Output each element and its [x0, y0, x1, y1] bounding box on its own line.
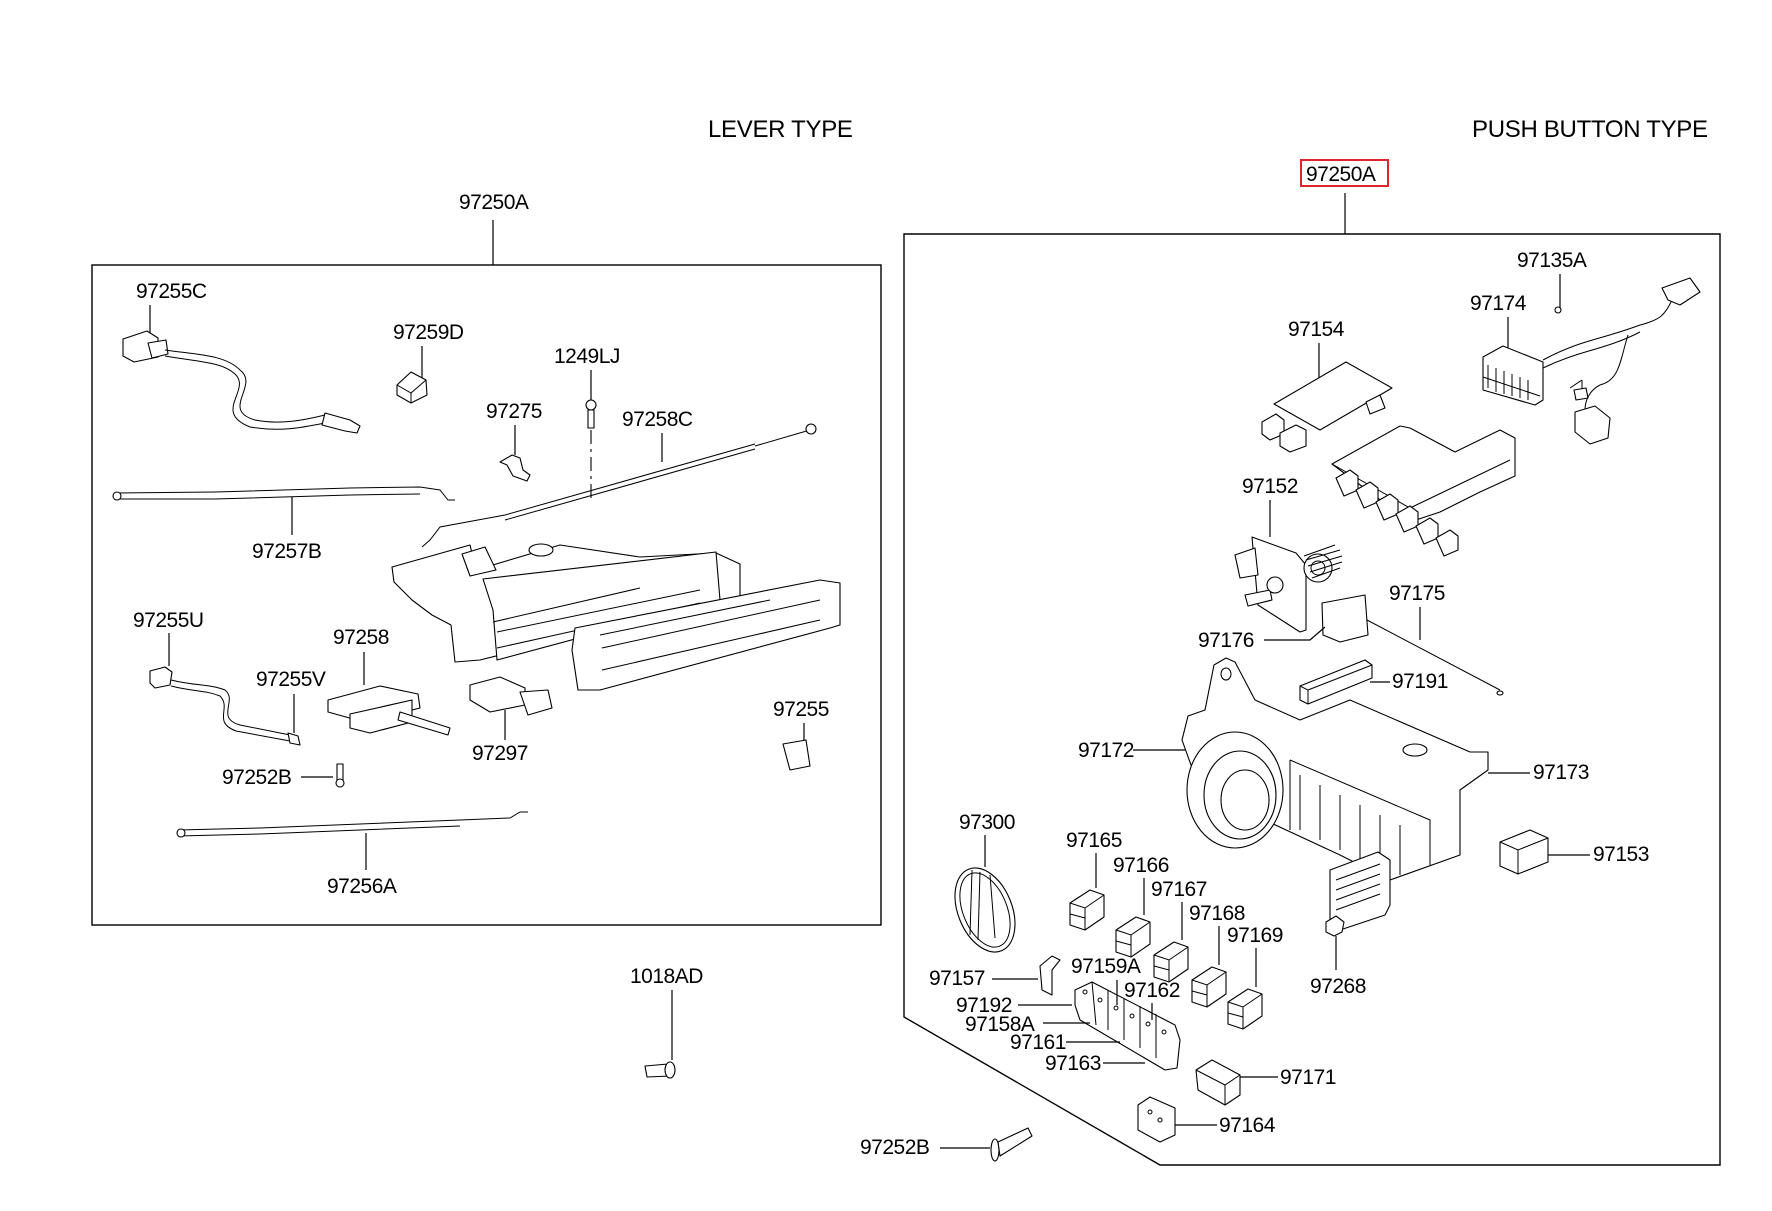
- part-97252B-lever[interactable]: 97252B: [222, 763, 345, 789]
- part-97297[interactable]: 97297: [469, 676, 553, 765]
- part-label-97167[interactable]: 97167: [1151, 878, 1207, 901]
- part-label-97268[interactable]: 97268: [1310, 975, 1366, 998]
- part-97258[interactable]: 97258: [327, 626, 451, 736]
- part-97255V[interactable]: 97255V: [256, 668, 326, 733]
- part-label-97255U[interactable]: 97255U: [133, 609, 204, 632]
- lever-type-assembly: 97250A 97255C 97259D 1249LJ: [91, 191, 882, 926]
- lever-type-title: LEVER TYPE: [708, 116, 853, 143]
- selected-part-highlight: [1300, 159, 1389, 187]
- part-label-97250A-push[interactable]: 97250A: [1306, 163, 1376, 186]
- part-97176[interactable]: 97176: [1198, 626, 1326, 652]
- part-label-97275[interactable]: 97275: [486, 400, 542, 423]
- part-label-97297[interactable]: 97297: [472, 742, 528, 765]
- part-label-97159A[interactable]: 97159A: [1071, 955, 1141, 978]
- part-97192[interactable]: 97192: [956, 994, 1072, 1017]
- part-97173[interactable]: 97173: [1488, 761, 1589, 784]
- part-label-97256A[interactable]: 97256A: [327, 875, 397, 898]
- part-97300[interactable]: 97300: [943, 811, 1026, 961]
- part-97258C[interactable]: 97258C: [421, 408, 817, 548]
- part-label-97257B[interactable]: 97257B: [252, 540, 322, 563]
- part-97169[interactable]: 97169: [1227, 924, 1283, 1030]
- part-label-97175[interactable]: 97175: [1389, 582, 1445, 605]
- part-97152[interactable]: 97152: [1234, 475, 1369, 643]
- part-97167[interactable]: 97167: [1151, 878, 1207, 983]
- part-97162[interactable]: 97162: [1124, 979, 1180, 1020]
- part-97172[interactable]: 97172: [1078, 739, 1185, 762]
- part-1249LJ[interactable]: 1249LJ: [554, 345, 620, 500]
- part-label-97166[interactable]: 97166: [1113, 854, 1169, 877]
- push-button-type-assembly: 97250A 97135A 97174 97154: [903, 159, 1721, 1166]
- part-label-97158A[interactable]: 97158A: [965, 1013, 1035, 1036]
- part-97157[interactable]: 97157: [929, 955, 1061, 996]
- part-label-97258[interactable]: 97258: [333, 626, 389, 649]
- part-label-97152[interactable]: 97152: [1242, 475, 1298, 498]
- part-97175[interactable]: 97175: [1366, 582, 1504, 696]
- part-97135A[interactable]: 97135A: [1517, 249, 1587, 314]
- part-label-97191[interactable]: 97191: [1392, 670, 1448, 693]
- part-label-97171[interactable]: 97171: [1280, 1066, 1336, 1089]
- part-97255U[interactable]: 97255U: [133, 609, 301, 746]
- part-label-97255[interactable]: 97255: [773, 698, 829, 721]
- part-label-97174[interactable]: 97174: [1470, 292, 1527, 315]
- part-label-97252B-lever[interactable]: 97252B: [222, 766, 292, 789]
- part-97259D[interactable]: 97259D: [393, 321, 464, 404]
- part-label-97172[interactable]: 97172: [1078, 739, 1134, 762]
- part-label-1018AD[interactable]: 1018AD: [630, 965, 704, 988]
- part-97153[interactable]: 97153: [1499, 829, 1649, 875]
- part-97168[interactable]: 97168: [1189, 902, 1245, 1008]
- part-97165[interactable]: 97165: [1066, 829, 1122, 931]
- part-1018AD[interactable]: 1018AD: [630, 965, 704, 1079]
- part-97191[interactable]: 97191: [1299, 659, 1448, 705]
- part-label-97250A-lever[interactable]: 97250A: [459, 191, 529, 214]
- part-label-97173[interactable]: 97173: [1533, 761, 1589, 784]
- part-97257B[interactable]: 97257B: [112, 486, 455, 563]
- part-label-97252B-loose[interactable]: 97252B: [860, 1136, 930, 1159]
- part-label-97164[interactable]: 97164: [1219, 1114, 1276, 1137]
- lever-control-housing: [391, 543, 841, 691]
- part-label-97154[interactable]: 97154: [1288, 318, 1345, 341]
- push-button-type-title: PUSH BUTTON TYPE: [1472, 116, 1708, 143]
- part-label-97162[interactable]: 97162: [1124, 979, 1180, 1002]
- part-97161[interactable]: 97161: [1010, 1031, 1120, 1054]
- part-label-97163[interactable]: 97163: [1045, 1052, 1101, 1075]
- part-97255[interactable]: 97255: [773, 698, 829, 771]
- part-97255C[interactable]: 97255C: [122, 280, 361, 434]
- part-97252B-loose[interactable]: 97252B: [860, 1127, 1033, 1162]
- part-label-1249LJ[interactable]: 1249LJ: [554, 345, 620, 368]
- part-label-97255V[interactable]: 97255V: [256, 668, 326, 691]
- part-label-97192[interactable]: 97192: [956, 994, 1012, 1017]
- push-button-strip: [1074, 981, 1181, 1071]
- part-97256A[interactable]: 97256A: [176, 811, 528, 898]
- lever-assembly-frame: [91, 264, 882, 926]
- part-97250A-push[interactable]: 97250A: [1300, 159, 1389, 234]
- part-label-97259D[interactable]: 97259D: [393, 321, 464, 344]
- part-label-97300[interactable]: 97300: [959, 811, 1015, 834]
- part-97174[interactable]: 97174: [1470, 277, 1701, 445]
- part-97159A[interactable]: 97159A: [1071, 955, 1141, 1005]
- part-97171[interactable]: 97171: [1195, 1059, 1336, 1106]
- part-label-97161[interactable]: 97161: [1010, 1031, 1066, 1054]
- part-97268[interactable]: 97268: [1310, 915, 1366, 998]
- part-97154[interactable]: 97154: [1261, 318, 1516, 557]
- part-97166[interactable]: 97166: [1113, 854, 1169, 958]
- part-label-97176[interactable]: 97176: [1198, 629, 1254, 652]
- part-label-97135A[interactable]: 97135A: [1517, 249, 1587, 272]
- part-label-97153[interactable]: 97153: [1593, 843, 1649, 866]
- part-97163[interactable]: 97163: [1045, 1052, 1145, 1075]
- part-label-97165[interactable]: 97165: [1066, 829, 1122, 852]
- part-label-97168[interactable]: 97168: [1189, 902, 1245, 925]
- push-control-housing: [1181, 657, 1489, 931]
- part-97275[interactable]: 97275: [486, 400, 542, 482]
- push-assembly-frame: [903, 233, 1721, 1166]
- part-label-97157[interactable]: 97157: [929, 967, 985, 990]
- part-label-97258C[interactable]: 97258C: [622, 408, 693, 431]
- part-97164[interactable]: 97164: [1137, 1096, 1276, 1143]
- part-label-97255C[interactable]: 97255C: [136, 280, 207, 303]
- part-label-97169[interactable]: 97169: [1227, 924, 1283, 947]
- part-97158A[interactable]: 97158A: [965, 1013, 1090, 1036]
